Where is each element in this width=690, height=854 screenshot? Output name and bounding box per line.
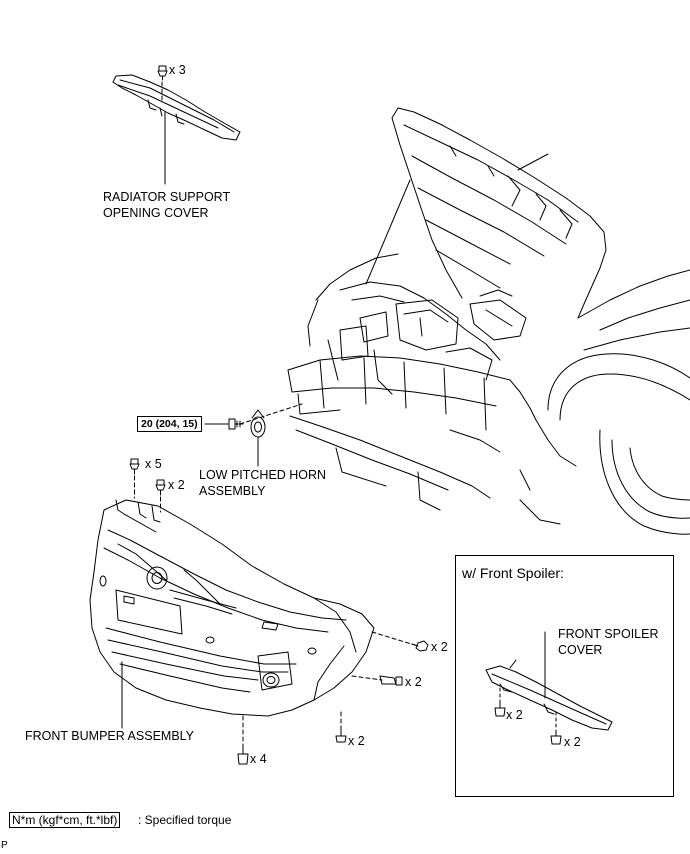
vehicle-front-body (287, 107, 690, 535)
radiator-cover-clip-icon (157, 65, 168, 81)
spoiler-screw-a-icon (494, 701, 506, 717)
bumper-bottom-screw-b-icon (237, 745, 249, 765)
spoiler-screw-a-quantity: x 2 (506, 708, 523, 722)
inset-title: w/ Front Spoiler: (462, 565, 564, 581)
front-bumper-assembly-part (89, 499, 375, 717)
legend-description: : Specified torque (138, 813, 232, 827)
horn-torque-value: 20 (204, 15) (137, 416, 202, 432)
spoiler-screw-b-quantity: x 2 (564, 735, 581, 749)
horn-guide-line (239, 403, 303, 425)
bumper-top-clip-a-quantity: x 5 (145, 457, 162, 471)
footer-code: P (1, 840, 8, 851)
bumper-bottom-screw-a-icon (335, 729, 347, 743)
bumper-side-screw-b-guide (351, 675, 383, 681)
bumper-side-screw-a-guide (371, 631, 419, 647)
bumper-side-screw-a-quantity: x 2 (431, 640, 448, 654)
bumper-bottom-screw-a-quantity: x 2 (348, 734, 365, 748)
bumper-bottom-screw-b-quantity: x 4 (250, 752, 267, 766)
bumper-side-screw-b-quantity: x 2 (405, 675, 422, 689)
bumper-side-screw-b-icon (379, 675, 403, 686)
front-spoiler-cover-part (485, 659, 613, 731)
bumper-top-clip-b-icon (155, 479, 166, 496)
bumper-side-screw-a-icon (411, 640, 429, 652)
horn-bolt-icon (228, 418, 244, 430)
bumper-label: FRONT BUMPER ASSEMBLY (25, 729, 195, 743)
bumper-top-clip-b-quantity: x 2 (168, 478, 185, 492)
radiator-cover-label-line2: OPENING COVER (103, 206, 209, 220)
spoiler-screw-b-icon (550, 729, 562, 745)
horn-label-line1: LOW PITCHED HORN (199, 468, 327, 482)
bumper-top-clip-a-icon (129, 458, 140, 475)
radiator-support-opening-cover-part (112, 74, 241, 141)
spoiler-label-line2: COVER (558, 643, 603, 657)
low-pitched-horn-part (250, 409, 266, 438)
legend-unit-box: N*m (kgf*cm, ft.*lbf) (9, 812, 121, 828)
radiator-cover-clip-quantity: x 3 (169, 63, 186, 77)
radiator-cover-label-line1: RADIATOR SUPPORT (103, 190, 231, 204)
spoiler-label-line1: FRONT SPOILER (558, 627, 659, 641)
front-spoiler-inset-panel (455, 555, 674, 797)
horn-label-line2: ASSEMBLY (199, 484, 266, 498)
